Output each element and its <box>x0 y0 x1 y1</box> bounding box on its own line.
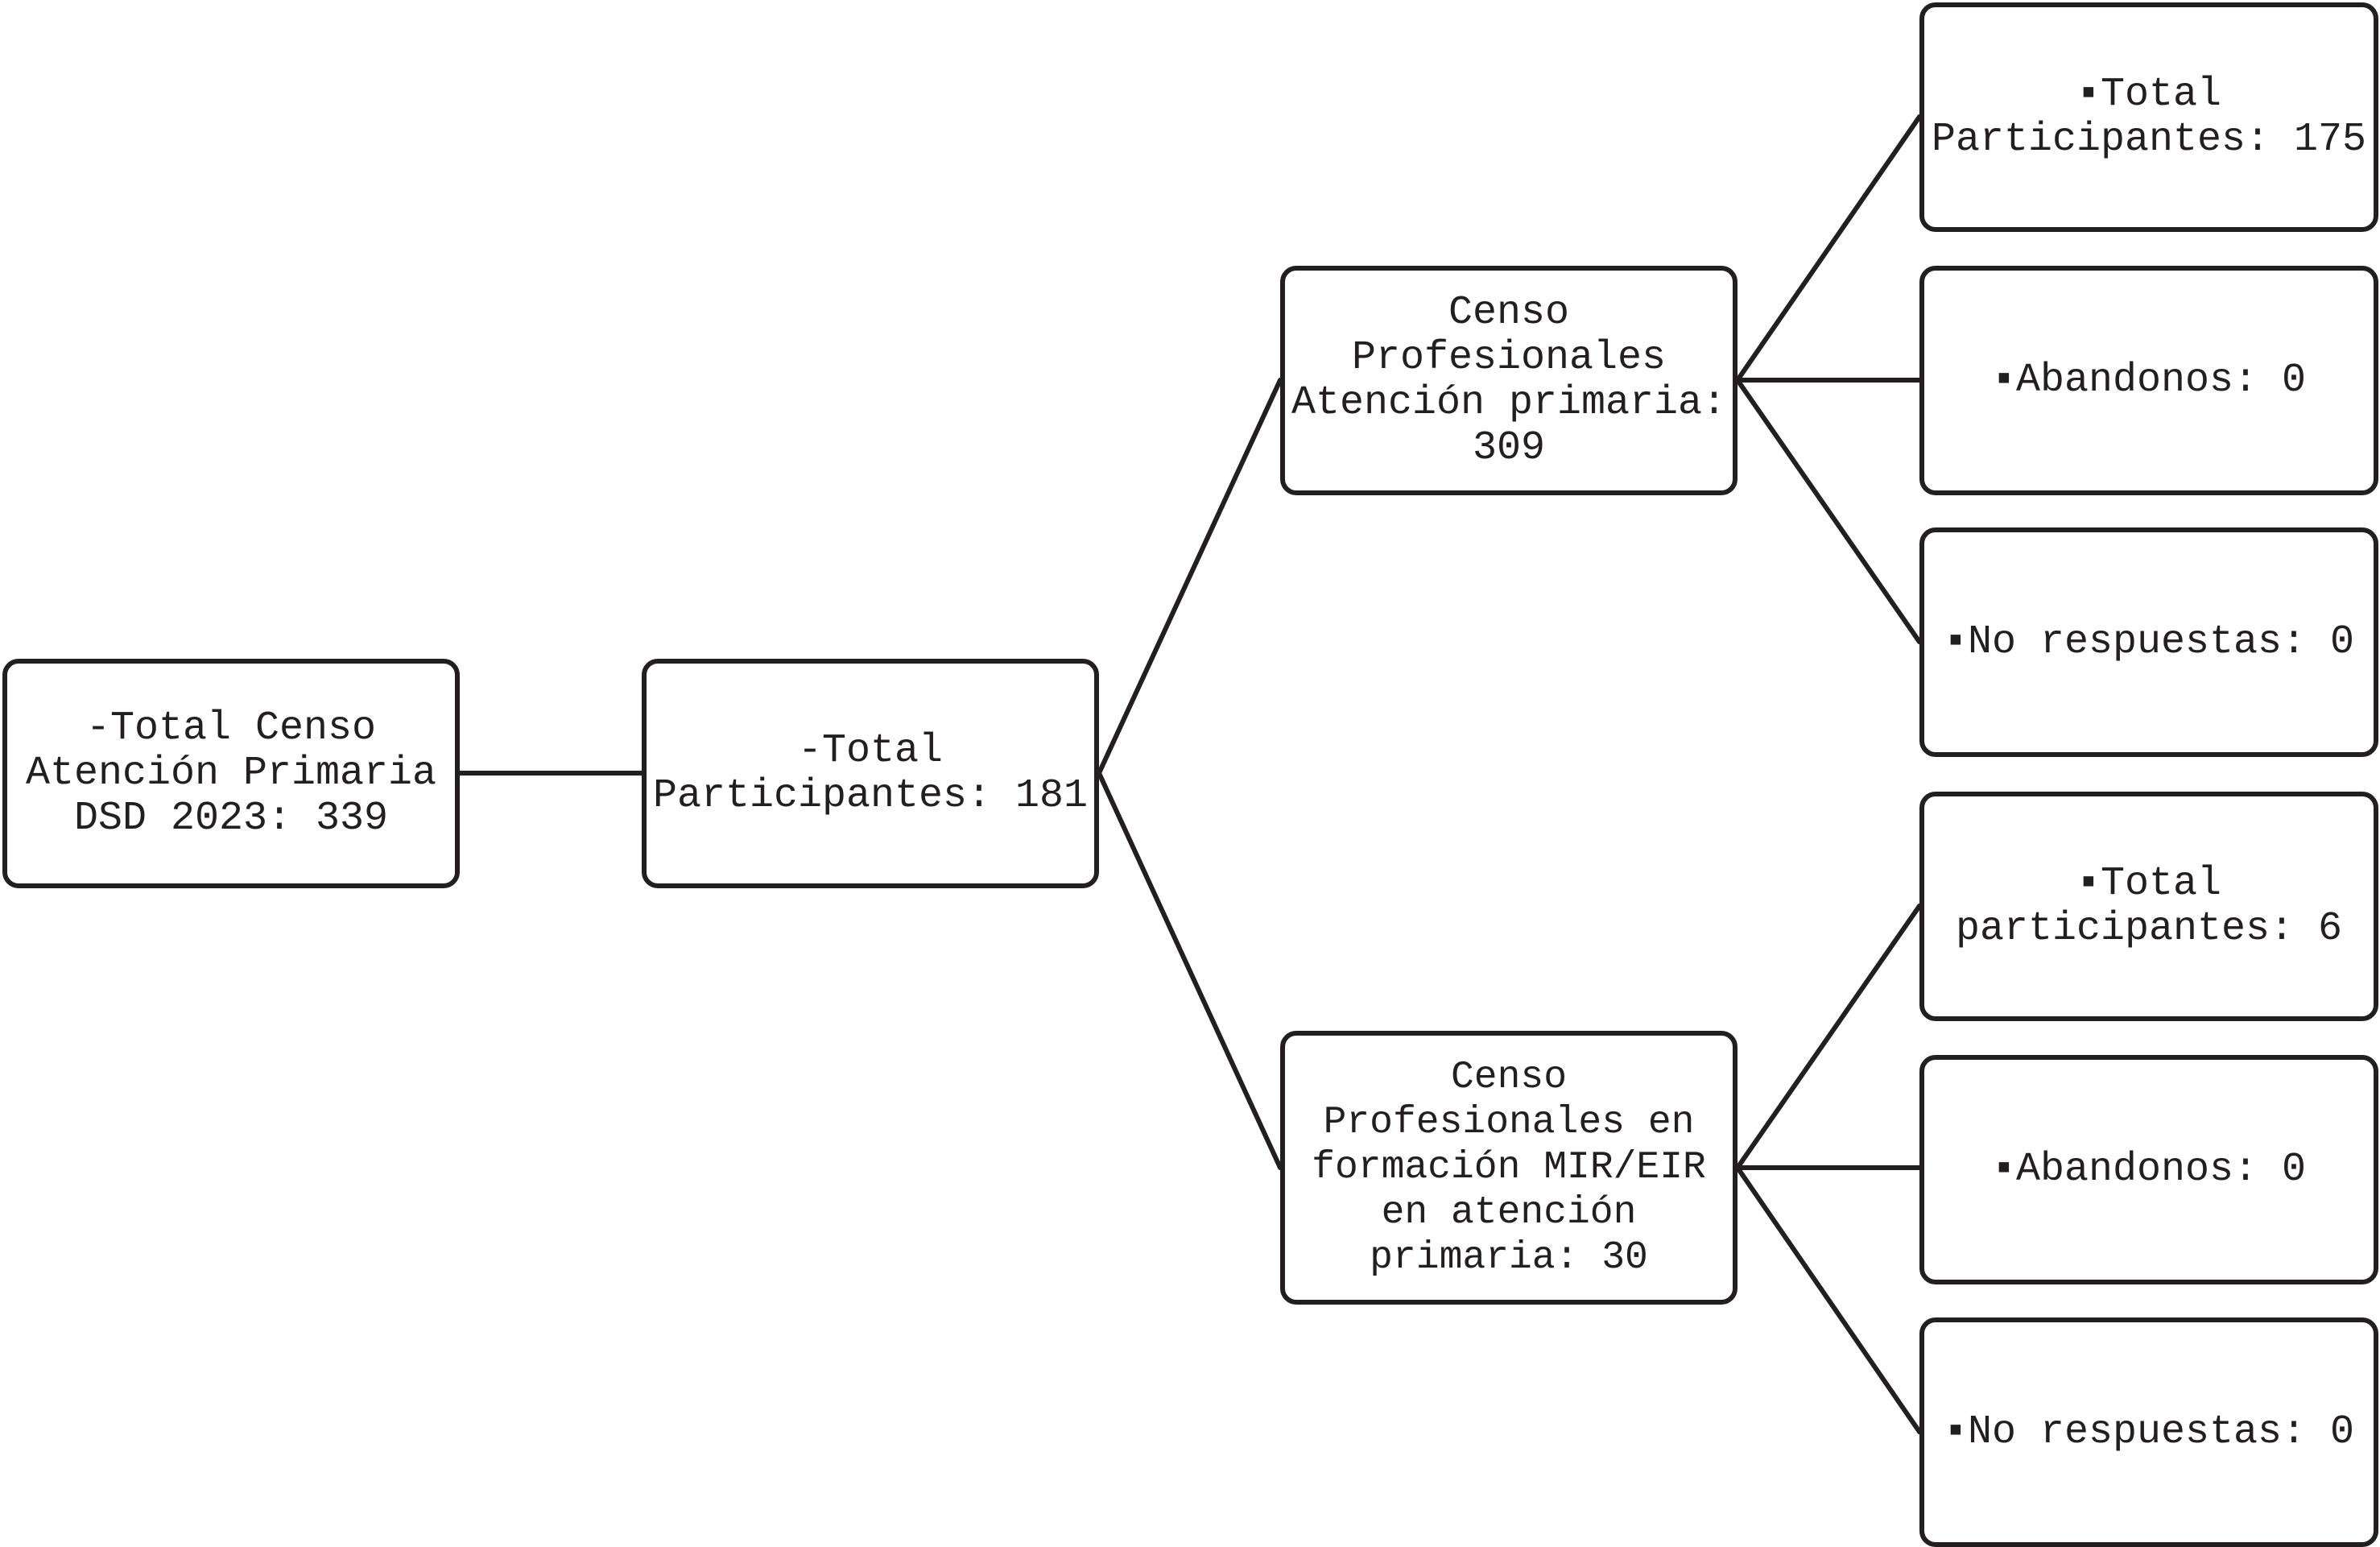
node-censo-atencion-primaria: Censo Profesionales Atención primaria: 3… <box>1280 266 1737 495</box>
connector-mir-no-respuestas <box>1735 1165 1922 1434</box>
connector-total-censo-mir <box>1097 771 1283 1170</box>
node-ap-no-respuestas-label: ▪No respuestas: 0 <box>1943 618 2355 665</box>
node-mir-abandonos: ▪Abandonos: 0 <box>1919 1055 2378 1284</box>
node-total-participantes: -Total Participantes: 181 <box>642 659 1099 888</box>
node-total-participantes-label: -Total Participantes: 181 <box>652 727 1089 819</box>
connector-ap-participantes <box>1735 114 1922 383</box>
node-mir-no-respuestas-label: ▪No respuestas: 0 <box>1943 1408 2355 1455</box>
connector-total-censo-ap <box>1097 378 1283 776</box>
connector-mir-participantes <box>1735 904 1922 1170</box>
node-ap-abandonos-label: ▪Abandonos: 0 <box>1991 357 2307 403</box>
node-ap-total-participantes-label: ▪Total Participantes: 175 <box>1931 71 2367 163</box>
node-mir-total-participantes: ▪Total participantes: 6 <box>1919 792 2378 1021</box>
node-total-censo: -Total Censo Atención Primaria DSD 2023:… <box>2 659 460 888</box>
node-censo-atencion-primaria-label: Censo Profesionales Atención primaria: 3… <box>1291 289 1751 471</box>
node-mir-no-respuestas: ▪No respuestas: 0 <box>1919 1317 2378 1547</box>
node-ap-total-participantes: ▪Total Participantes: 175 <box>1919 2 2378 232</box>
node-ap-no-respuestas: ▪No respuestas: 0 <box>1919 527 2378 757</box>
connector-ap-no-respuestas <box>1735 378 1922 644</box>
node-censo-mir-eir-label: Censo Profesionales en formación MIR/EIR… <box>1312 1056 1729 1280</box>
node-mir-total-participantes-label: ▪Total participantes: 6 <box>1955 860 2343 952</box>
node-mir-abandonos-label: ▪Abandonos: 0 <box>1991 1146 2307 1193</box>
node-total-censo-label: -Total Censo Atención Primaria DSD 2023:… <box>25 705 461 842</box>
node-censo-mir-eir: Censo Profesionales en formación MIR/EIR… <box>1280 1031 1737 1305</box>
node-ap-abandonos: ▪Abandonos: 0 <box>1919 266 2378 495</box>
